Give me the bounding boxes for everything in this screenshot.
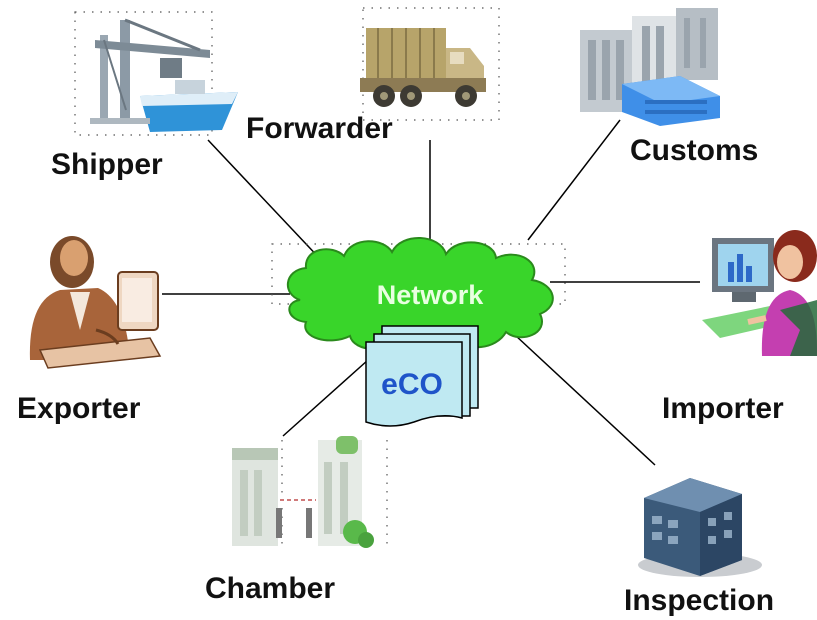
- node-label-exporter: Exporter: [17, 392, 141, 425]
- node-label-chamber: Chamber: [205, 572, 336, 605]
- network-label: Network: [377, 280, 485, 310]
- node-label-inspection: Inspection: [624, 584, 775, 617]
- businessman-at-computer-icon: [29, 236, 162, 369]
- cargo-ship-crane-icon: [90, 18, 238, 132]
- eco-label: eCO: [381, 368, 443, 401]
- connector-customs: [527, 119, 621, 241]
- node-label-importer: Importer: [662, 392, 784, 425]
- woman-at-computer-icon: [702, 230, 817, 356]
- connector-chamber: [282, 359, 369, 437]
- office-buildings-icon: [580, 8, 720, 126]
- node-label-shipper: Shipper: [51, 148, 163, 181]
- glass-building-icon: [638, 478, 762, 577]
- connector-inspection: [514, 334, 656, 466]
- two-towers-icon: [232, 436, 374, 548]
- node-label-forwarder: Forwarder: [246, 112, 393, 145]
- eco-document-stack: eCO: [365, 325, 479, 427]
- node-label-customs: Customs: [630, 134, 759, 167]
- truck-icon: [360, 28, 486, 107]
- network-cloud: Network: [286, 237, 554, 352]
